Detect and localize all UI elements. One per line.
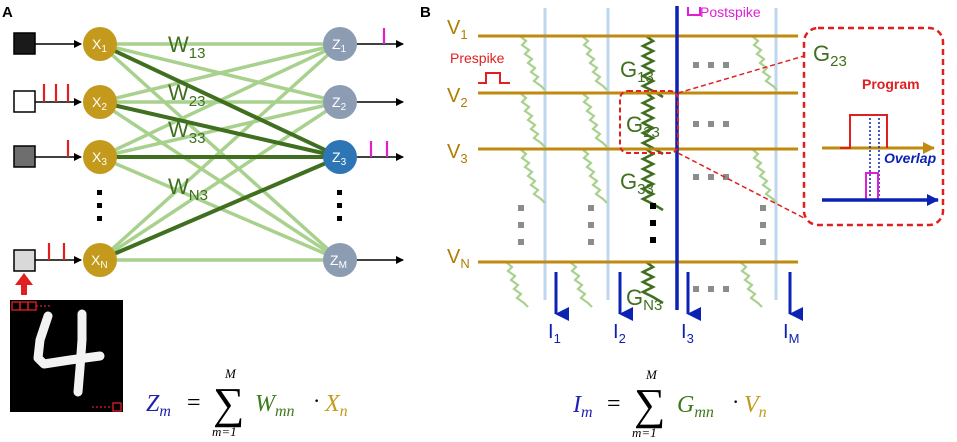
input-pixels <box>13 32 36 272</box>
prespike-label: Prespike <box>450 50 505 66</box>
postspike-label: Postspike <box>700 4 761 20</box>
output-arrows <box>357 40 404 264</box>
weight-label-n3: WN3 <box>168 174 208 204</box>
program-label: Program <box>862 76 920 92</box>
conductance-label-33: G33 <box>620 169 654 198</box>
weight-label-13: W13 <box>168 32 205 62</box>
dark-weight-lines <box>99 42 341 262</box>
prespike-pulse <box>478 72 510 84</box>
svg-text:X1: X1 <box>92 36 107 55</box>
svg-text:Xn: Xn <box>324 391 348 420</box>
input-arrows <box>35 40 82 264</box>
column-lines <box>543 8 778 300</box>
output-nodes: Z1 Z2 Z3 ZM <box>323 27 357 277</box>
weight-connections <box>98 42 342 262</box>
panel-a-label: A <box>2 4 13 21</box>
input-arrow-up <box>15 273 33 295</box>
postspike-pulse <box>687 7 701 16</box>
svg-text:=: = <box>607 391 621 417</box>
column-labels: I1 I2 I3 IM <box>548 321 799 346</box>
output-node-z3: Z3 <box>323 140 357 174</box>
svg-text:ZM: ZM <box>330 252 347 271</box>
svg-text:∑: ∑ <box>634 380 665 429</box>
crossbar-ellipsis <box>518 62 766 292</box>
svg-text:=: = <box>187 390 201 416</box>
output-node-z1: Z1 <box>323 27 357 61</box>
mnist-digit-image <box>10 300 123 412</box>
input-spikes <box>42 84 70 260</box>
svg-text:Z2: Z2 <box>332 94 347 113</box>
input-node-xn: XN <box>83 243 117 277</box>
conductance-label-n3: GN3 <box>626 285 662 314</box>
svg-text:Z3: Z3 <box>332 149 347 168</box>
input-pixel-3 <box>13 145 36 168</box>
input-node-x3: X3 <box>83 140 117 174</box>
column-label-im: IM <box>783 321 799 346</box>
svg-text:XN: XN <box>91 252 108 271</box>
g23-highlight-box <box>619 90 679 154</box>
light-weight-lines <box>98 42 342 262</box>
inset-panel: G23 Program Overlap <box>802 26 945 227</box>
equation-a: Zm = M ∑ m=1 Wmn · Xn <box>146 366 348 439</box>
input-pixel-2 <box>13 90 36 113</box>
weight-label-23: W23 <box>168 80 205 110</box>
row-label-v1: V1 <box>447 17 468 42</box>
row-label-v3: V3 <box>447 141 468 166</box>
equation-b: Im = M ∑ m=1 Gmn · Vn <box>572 367 767 440</box>
output-spikes <box>369 28 389 157</box>
current-arrows <box>554 272 803 321</box>
input-node-x1: X1 <box>83 27 117 61</box>
svg-text:Wmn: Wmn <box>255 391 295 420</box>
row-lines <box>478 34 798 264</box>
svg-text:X2: X2 <box>92 94 107 113</box>
svg-text:m=1: m=1 <box>632 425 657 440</box>
input-nodes: X1 X2 X3 XN <box>83 27 117 277</box>
svg-text:Z1: Z1 <box>332 36 347 55</box>
overlap-label: Overlap <box>884 150 937 166</box>
conductance-label-23: G23 <box>626 112 660 141</box>
weight-line-13 <box>99 42 341 159</box>
column-label-i2: I2 <box>613 321 626 346</box>
row-label-vn: VN <box>447 246 470 271</box>
svg-text:∑: ∑ <box>213 379 244 428</box>
panel-b-label: B <box>420 4 431 21</box>
svg-text:Im: Im <box>572 392 593 421</box>
svg-text:m=1: m=1 <box>212 424 237 439</box>
memristors-light <box>505 35 778 308</box>
column-label-i3: I3 <box>681 321 694 346</box>
input-pixel-1 <box>13 32 36 55</box>
conductance-labels: G13 G23 G33 GN3 <box>620 57 662 314</box>
input-pixel-n <box>13 249 36 272</box>
weight-line-23 <box>99 100 341 159</box>
row-label-v2: V2 <box>447 85 468 110</box>
weight-label-33: W33 <box>168 117 205 147</box>
svg-text:·: · <box>313 388 320 413</box>
column-label-i1: I1 <box>548 321 561 346</box>
output-node-zm: ZM <box>323 243 357 277</box>
svg-text:Zm: Zm <box>146 391 171 420</box>
weight-labels: W13 W23 W33 WN3 <box>168 32 208 204</box>
output-node-z2: Z2 <box>323 85 357 119</box>
svg-text:Vn: Vn <box>744 392 767 421</box>
svg-text:G23: G23 <box>813 41 847 70</box>
input-node-x2: X2 <box>83 85 117 119</box>
input-ellipsis <box>97 190 102 221</box>
row-labels: V1 V2 V3 VN <box>447 17 470 271</box>
svg-text:Gmn: Gmn <box>677 392 714 421</box>
conductance-label-13: G13 <box>620 57 654 86</box>
svg-text:M: M <box>645 367 658 382</box>
zoom-guide-lines <box>677 55 805 219</box>
memristors-dark <box>640 34 664 305</box>
crossbar-ellipsis-dark <box>650 203 656 243</box>
svg-text:M: M <box>224 366 237 381</box>
svg-text:X3: X3 <box>92 149 107 168</box>
weight-line-n3 <box>99 155 341 262</box>
svg-text:·: · <box>732 389 739 414</box>
output-ellipsis <box>337 190 342 221</box>
